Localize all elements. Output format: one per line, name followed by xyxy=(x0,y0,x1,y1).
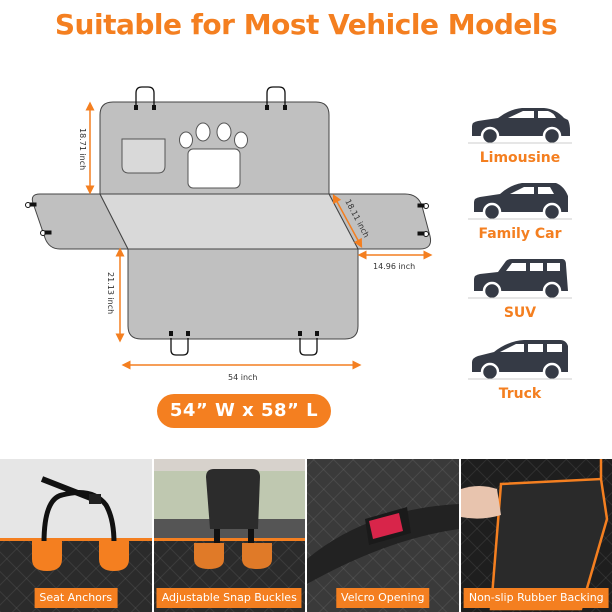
paw-window xyxy=(179,122,248,189)
seat-cover-diagram: 18.71 inch 21.13 inch 54 inch 18.11 inch… xyxy=(25,86,433,382)
vehicle-suv: SUV xyxy=(460,257,580,321)
headrest-illustration xyxy=(193,469,272,569)
seat-depth-arrow xyxy=(332,194,363,248)
front-panel xyxy=(127,248,359,340)
seatbelt-buckle-illustration xyxy=(307,504,459,584)
vehicle-label: Limousine xyxy=(479,150,561,166)
suv-icon xyxy=(468,259,572,299)
hatchback-icon xyxy=(468,183,572,220)
rubber-backing-illustration xyxy=(460,459,608,611)
feature-label: Seat Anchors xyxy=(34,588,118,608)
flap-width-label: 14.96 inch xyxy=(373,262,415,271)
feature-seat-anchors: Seat Anchors xyxy=(0,459,152,612)
minivan-icon xyxy=(468,340,572,380)
sedan-icon xyxy=(468,108,572,144)
feature-label: Velcro Opening xyxy=(336,588,430,608)
vehicle-family-car: Family Car xyxy=(460,180,580,242)
overall-size-badge: 54” W x 58” L xyxy=(157,394,331,428)
vehicle-limousine: Limousine xyxy=(460,104,580,166)
feature-label: Adjustable Snap Buckles xyxy=(156,588,302,608)
vehicle-label: Truck xyxy=(498,386,542,402)
flap-hooks xyxy=(25,202,429,237)
feature-label: Non-slip Rubber Backing xyxy=(463,588,609,608)
vehicle-label: SUV xyxy=(503,305,537,321)
page-title: Suitable for Most Vehicle Models xyxy=(54,8,558,41)
feature-snap-buckles: Adjustable Snap Buckles xyxy=(153,459,305,612)
width-label: 54 inch xyxy=(228,373,257,382)
seat-section xyxy=(99,193,359,250)
strap-clips xyxy=(134,105,319,336)
left-side-flap xyxy=(31,193,129,250)
feature-velcro-opening: Velcro Opening xyxy=(307,459,459,612)
pocket xyxy=(121,138,166,174)
vehicle-truck: Truck xyxy=(460,338,580,402)
back-height-label: 18.71 inch xyxy=(78,128,87,170)
front-height-label: 21.13 inch xyxy=(106,272,115,314)
vehicle-label: Family Car xyxy=(478,226,562,242)
feature-rubber-backing: Non-slip Rubber Backing xyxy=(460,459,612,612)
feature-photo-strip: Seat Anchors Adjustable Snap Buckles Vel… xyxy=(0,459,612,612)
top-straps xyxy=(135,86,318,356)
anchor-straps-illustration xyxy=(32,476,129,571)
